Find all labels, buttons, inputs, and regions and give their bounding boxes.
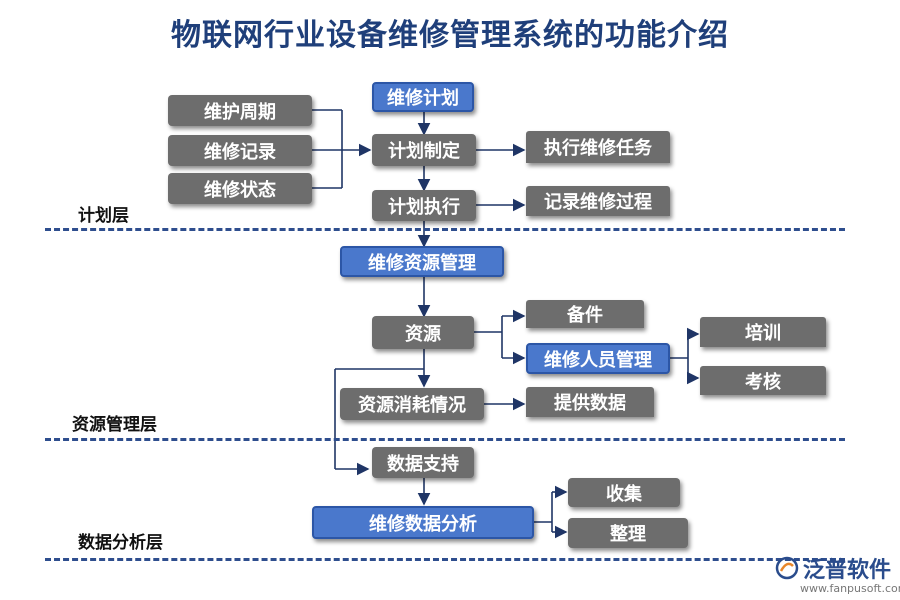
data-support-box: 数据支持	[372, 447, 474, 478]
organize-box: 整理	[568, 518, 688, 548]
analysis-layer-label: 数据分析层	[78, 533, 163, 553]
brand-logo: 泛普软件	[775, 552, 891, 584]
analysis-layer-divider	[45, 558, 845, 561]
maintenance-cycle-box: 维护周期	[168, 95, 312, 126]
log-process-box: 记录维修过程	[526, 186, 670, 216]
plan-making-box: 计划制定	[372, 134, 476, 166]
resource-mgmt-header: 维修资源管理	[340, 246, 504, 277]
spare-parts-box: 备件	[526, 300, 644, 328]
page-title: 物联网行业设备维修管理系统的功能介绍	[171, 18, 729, 53]
resource-layer-divider	[45, 438, 845, 441]
data-analysis-header: 维修数据分析	[312, 506, 534, 539]
repair-status-box: 维修状态	[168, 173, 312, 204]
resource-layer-label: 资源管理层	[72, 415, 157, 435]
provide-data-box: 提供数据	[526, 387, 654, 417]
repair-plan-header: 维修计划	[372, 82, 474, 112]
collect-box: 收集	[568, 478, 680, 507]
consumption-box: 资源消耗情况	[340, 388, 484, 420]
assessment-box: 考核	[700, 366, 826, 395]
repair-record-box: 维修记录	[168, 135, 312, 166]
execute-task-box: 执行维修任务	[526, 131, 670, 163]
plan-layer-label: 计划层	[78, 206, 129, 226]
resources-box: 资源	[372, 316, 474, 349]
brand-logo-icon	[775, 556, 799, 580]
plan-execution-box: 计划执行	[372, 190, 476, 221]
plan-layer-divider	[45, 228, 845, 231]
brand-name: 泛普软件	[803, 558, 892, 583]
brand-url: www.fanpusoft.com	[800, 582, 900, 595]
staff-mgmt-box: 维修人员管理	[526, 343, 670, 374]
training-box: 培训	[700, 317, 826, 347]
